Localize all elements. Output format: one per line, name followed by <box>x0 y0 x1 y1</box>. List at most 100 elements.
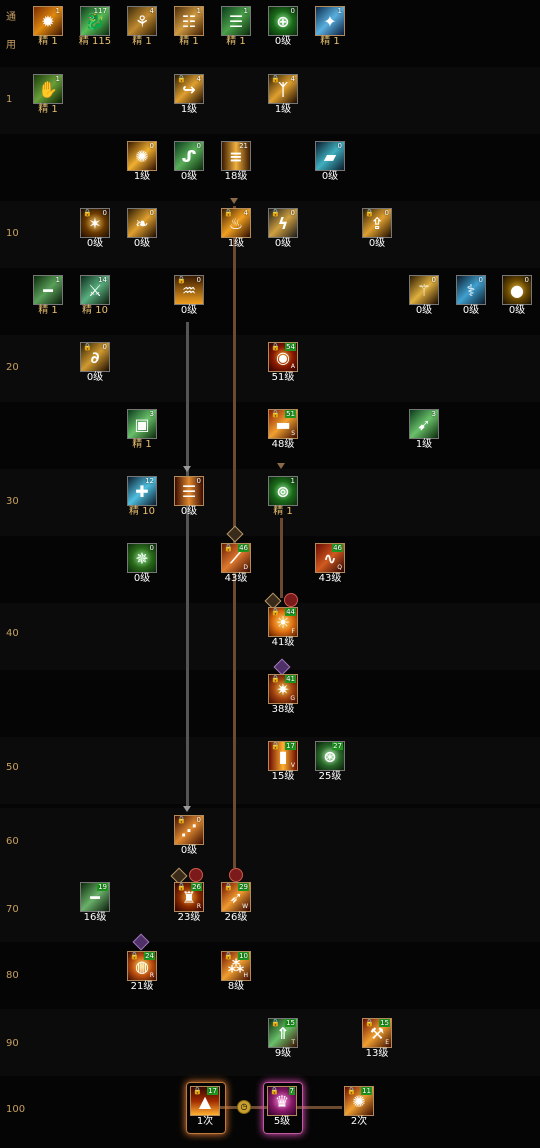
hotkey-badge: S <box>291 430 295 437</box>
virus-icon: ✵0 <box>127 543 157 573</box>
skill-slot[interactable]: ━1 精 1 <box>32 275 80 321</box>
skill-level-label: 精 10 <box>82 305 108 316</box>
skill-slot[interactable]: ✺0 1级 <box>126 141 174 187</box>
skill-slot[interactable]: ∂🔒0 0级 <box>79 342 127 388</box>
common-skill[interactable]: 🐉117 精 115 <box>79 6 127 52</box>
spark-icon: ✶🔒0 <box>80 208 110 238</box>
scroll-green-icon: ☰1 <box>221 6 251 36</box>
skill-slot[interactable]: ≡21 18级 <box>220 141 268 187</box>
skill-point-count: 0 <box>149 142 154 150</box>
skill-level-label: 0级 <box>86 372 104 383</box>
common-skill[interactable]: ✦1 精 1 <box>314 6 362 52</box>
skill-slot[interactable]: ▰0 0级 <box>314 141 362 187</box>
hotkey-badge: D <box>243 564 248 571</box>
skill-slot[interactable]: ⊛27 25级 <box>314 741 362 787</box>
skill-level-label: 26级 <box>224 912 248 923</box>
skill-slot[interactable]: ᛉ🔒4 1级 <box>267 74 315 120</box>
skill-point-count: 3 <box>431 410 436 418</box>
skill-slot[interactable]: ✵0 0级 <box>126 543 174 589</box>
skill-level-label: 41级 <box>271 637 295 648</box>
common-skill[interactable]: ☷1 精 1 <box>173 6 221 52</box>
common-skill[interactable]: ⚘4 精 1 <box>126 6 174 52</box>
kick-icon: ↪🔒4 <box>174 74 204 104</box>
skill-level-label: 0级 <box>462 305 480 316</box>
skill-slot[interactable]: ♨🔒4 1级 <box>220 208 268 254</box>
skill-slot[interactable]: ☰0 0级 <box>173 476 221 522</box>
awakening-skill[interactable]: ♛🔒7 5级 <box>266 1086 314 1132</box>
skill-slot[interactable]: ▣3 精 1 <box>126 409 174 455</box>
grenade-icon: ✋1 <box>33 74 63 104</box>
sight-icon: ⊚1 <box>268 476 298 506</box>
skill-point-count: 1 <box>55 75 60 83</box>
skill-slot[interactable]: ♒🔒0 0级 <box>173 275 221 321</box>
arrow-down-icon <box>183 466 191 472</box>
skill-point-count: 54 <box>285 343 296 351</box>
skill-level-label: 精 1 <box>179 36 199 47</box>
awaken-icon: ♛🔒7 <box>267 1086 297 1116</box>
skill-level-label: 38级 <box>271 704 295 715</box>
level-label: 30 <box>6 496 19 507</box>
skill-level-label: 0级 <box>86 238 104 249</box>
level-label: 40 <box>6 628 19 639</box>
skill-slot[interactable]: ⚕0 0级 <box>455 275 503 321</box>
target-icon: ⊕0 <box>268 6 298 36</box>
skill-point-count: 1 <box>55 276 60 284</box>
skill-point-count: 24 <box>144 952 155 960</box>
skill-point-count: 14 <box>98 276 107 284</box>
awakening-glow <box>263 1082 303 1134</box>
awakening-skill[interactable]: ✺🔒11 2次 <box>343 1086 391 1132</box>
machinegun-icon: ⚔14 <box>80 275 110 305</box>
skill-slot[interactable]: ✋1 精 1 <box>32 74 80 120</box>
skill-level-label: 18级 <box>224 171 248 182</box>
awakening-skill[interactable]: ▲🔒17 1次 <box>189 1086 237 1132</box>
skill-slot[interactable]: ⋰🔒0 0级 <box>173 815 221 861</box>
skill-level-label: 13级 <box>365 1048 389 1059</box>
skill-slot[interactable]: ❧0 0级 <box>126 208 174 254</box>
level-label: 100 <box>6 1104 26 1115</box>
skill-slot[interactable]: ●0 0级 <box>501 275 540 321</box>
skill-slot[interactable]: ↪🔒4 1级 <box>173 74 221 120</box>
skill-level-label: 1级 <box>227 238 245 249</box>
level-label: 1 <box>6 94 13 105</box>
skill-point-count: 1 <box>337 7 342 15</box>
skill-level-label: 8级 <box>227 981 245 992</box>
skill-point-count: 0 <box>149 544 154 552</box>
skill-slot[interactable]: ϟ🔒0 0级 <box>267 208 315 254</box>
flamethrower-icon: ☰0 <box>174 476 204 506</box>
skill-level-label: 0级 <box>133 573 151 584</box>
skill-point-count: 44 <box>285 608 296 616</box>
common-skill[interactable]: ⊕0 0级 <box>267 6 315 52</box>
common-skill[interactable]: ✹1 精 1 <box>32 6 80 52</box>
scroll-icon: ☷1 <box>174 6 204 36</box>
skill-point-count: 0 <box>384 209 389 217</box>
skill-slot[interactable]: ⚔14 精 10 <box>79 275 127 321</box>
skill-slot[interactable]: ✚12 精 10 <box>126 476 174 522</box>
level-label: 10 <box>6 228 19 239</box>
skill-slot[interactable]: ━19 16级 <box>79 882 127 928</box>
wing-icon: ✦1 <box>315 6 345 36</box>
skill-slot[interactable]: ➹3 1级 <box>408 409 456 455</box>
skill-slot[interactable]: ⚚0 0级 <box>408 275 456 321</box>
skill-point-count: 4 <box>196 75 201 83</box>
skill-slot[interactable]: ⊚1 精 1 <box>267 476 315 522</box>
skill-point-count: 0 <box>196 816 201 824</box>
level-label: 50 <box>6 762 19 773</box>
common-skill[interactable]: ☰1 精 1 <box>220 6 268 52</box>
skill-slot[interactable]: ⇪🔒0 0级 <box>361 208 409 254</box>
skill-slot[interactable]: ✶🔒0 0级 <box>79 208 127 254</box>
